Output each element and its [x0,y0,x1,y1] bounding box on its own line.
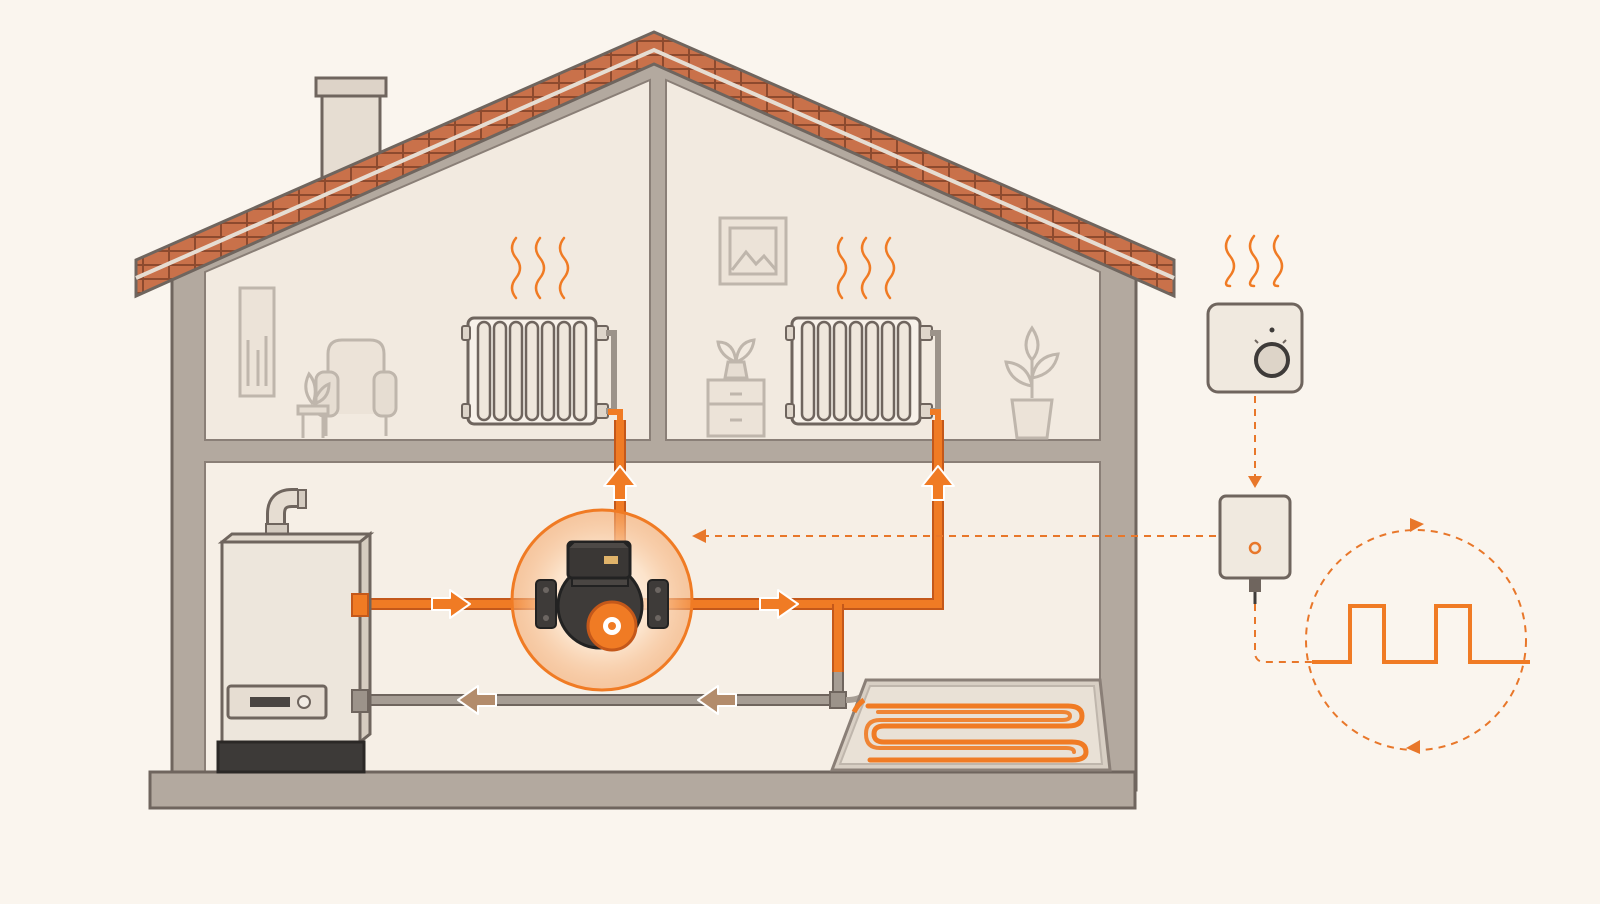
arrow-down-icon [1248,476,1262,488]
boiler [216,488,375,774]
arrow-right-icon [431,589,471,619]
cycle-circle [1305,529,1527,751]
side-table-plant-icon [296,371,331,438]
pump-controller [1218,494,1292,604]
room-upper-right [665,78,1101,441]
arrow-up-icon [603,465,637,501]
radiator-left [461,316,609,426]
picture-frame-icon [718,216,788,286]
furniture-upper-right [706,216,1060,440]
underfloor-coil-icon [865,703,1089,763]
foundation [148,770,1137,810]
radiator-right [785,316,933,426]
underfloor-heating [829,678,1112,772]
square-wave-icon [1312,604,1530,664]
arrow-left-icon [1406,740,1420,754]
heat-waves-thermostat [1224,234,1284,288]
room-thermostat [1206,302,1304,394]
arrow-up-icon [921,465,955,501]
flow-arrows-supply [431,465,955,619]
arrow-right-icon [759,589,799,619]
furniture-upper-left [238,286,398,438]
heat-waves-left [510,236,570,300]
signal-lines [702,396,1312,663]
pwm-signal [1305,518,1530,754]
circulation-pump [510,508,694,692]
potted-plant-icon [1004,325,1060,440]
flow-arrows-return [457,685,737,715]
arrow-left-icon [457,685,497,715]
roof [134,30,1176,299]
heat-waves-right [836,236,896,300]
thermostat-dial-icon [1254,342,1290,378]
cabinet-plant-icon [706,338,766,438]
arrow-left-icon [697,685,737,715]
arrow-left-icon [692,529,706,543]
controller-to-signal-line [1254,604,1312,663]
controller-led-icon [1248,541,1262,555]
arrow-right-icon [1410,518,1424,532]
